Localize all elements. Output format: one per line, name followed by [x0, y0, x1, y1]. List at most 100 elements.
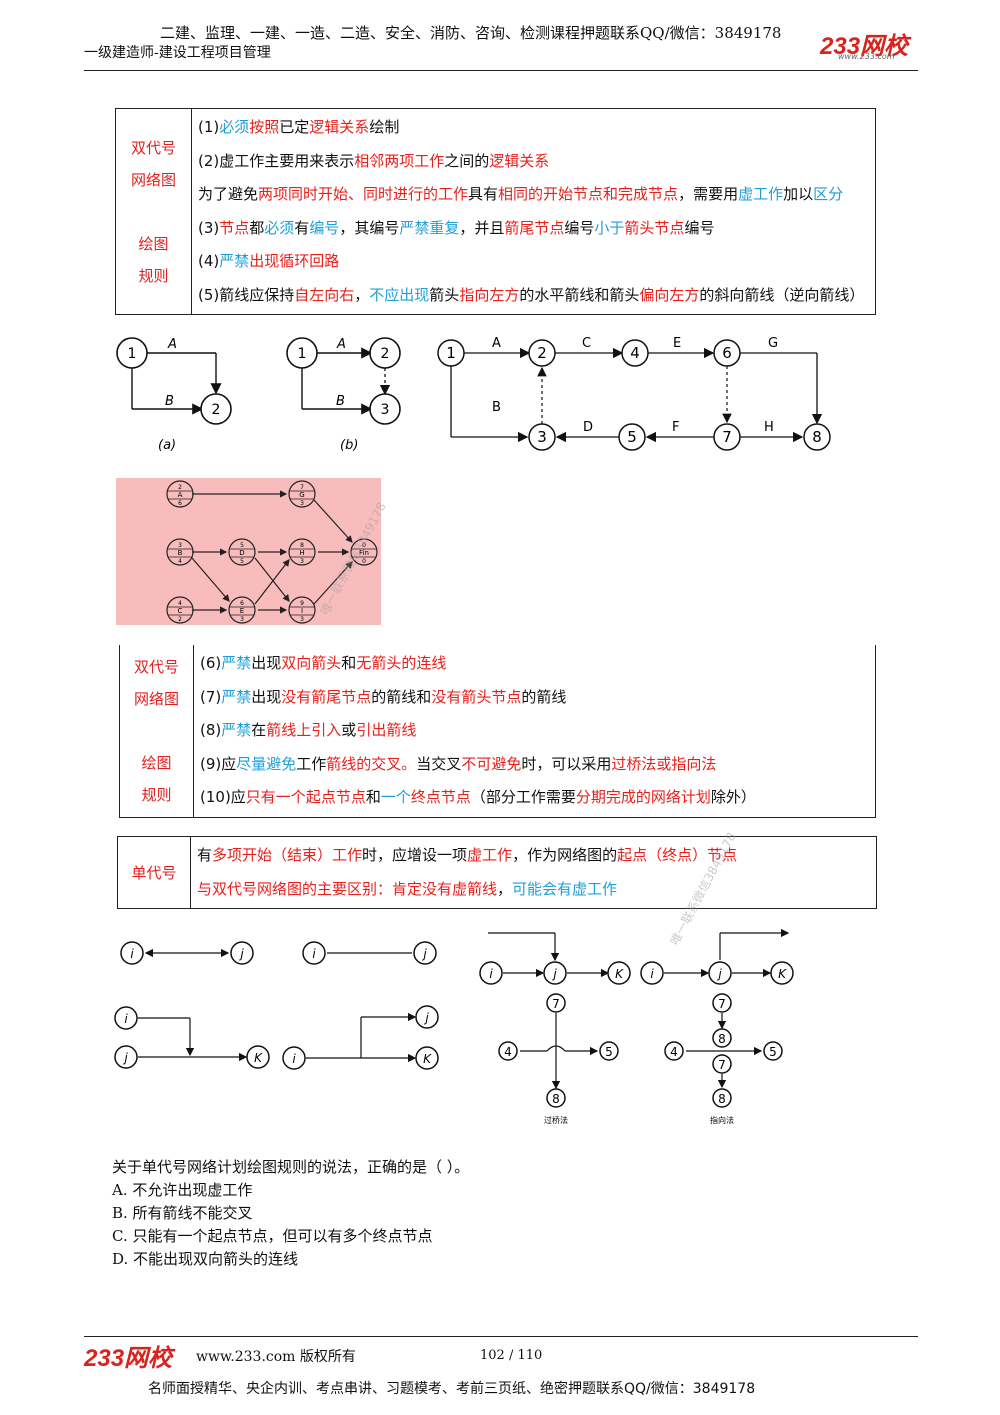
question-stem: 关于单代号网络计划绘图规则的说法，正确的是（ ）。: [112, 1158, 470, 1176]
fig2-num-node-8: [763, 1041, 783, 1061]
fig2-num-node-1: [498, 1041, 518, 1061]
arrow-b-label-B: B: [336, 394, 345, 409]
table3-rule-segment: 时，应增设一项: [362, 846, 468, 864]
table1-rule-segment: 两项同时开始、同时进行的工作: [258, 185, 469, 203]
arrow-c-label-C: C: [582, 336, 591, 351]
caption-bridge-method: 过桥法: [544, 1115, 568, 1125]
table2-rule-segment: (9)应: [200, 754, 237, 773]
table2-rule-segment: 严禁: [221, 721, 252, 739]
fig2-node-15-label: K: [778, 967, 787, 981]
question-option-c[interactable]: C. 只能有一个起点节点，但可以有多个终点节点: [112, 1227, 433, 1245]
node-c3-label: 3: [537, 428, 547, 446]
table2-rule-segment: 尽量避免: [236, 754, 297, 773]
fig2-node-10: [479, 961, 503, 985]
table2-rule-segment: 严禁: [221, 687, 252, 706]
fig2-node-6: [246, 1045, 270, 1069]
fig2-node-14: [708, 961, 732, 985]
table2-rule-segment: 和: [365, 788, 381, 806]
table1-rule-segment: ，其编号: [339, 218, 400, 237]
caption-a: (a): [158, 438, 176, 453]
fig2-node-0-label: i: [130, 947, 134, 961]
table2-rule-segment: 终点节点: [410, 788, 471, 806]
question-option-a[interactable]: A. 不允许出现虚工作: [112, 1181, 253, 1199]
table1-rule-segment: 加以: [783, 185, 814, 203]
table1-label-line: 双代号: [130, 138, 176, 157]
fig2-node-12-label: K: [615, 967, 624, 981]
fig2-node-3: [413, 941, 437, 965]
rules-table-3-body: 有多项开始（结束）工作时，应增设一项虚工作，作为网络图的起点（终点）节点与双代号…: [190, 836, 877, 909]
activity-node-text: I: [301, 607, 303, 615]
question-option-b[interactable]: B. 所有箭线不能交叉: [112, 1204, 253, 1222]
fig2-num-node-4-label: 7: [718, 997, 726, 1011]
table1-rule-segment: 偏向左方: [639, 285, 700, 304]
arrow-c-label-G: G: [768, 336, 778, 351]
table2-rule-segment: (7): [200, 687, 222, 706]
table1-rule-segment: 已定: [279, 118, 310, 136]
footer-rule: [84, 1336, 918, 1337]
table2-rule-segment: 箭线的交叉。: [326, 754, 417, 773]
table2-rule-segment: 起点节点: [305, 788, 366, 806]
activity-node-text: 6: [240, 600, 244, 607]
activity-node-text: 4: [178, 600, 182, 607]
table1-rule-segment: 指向左方: [459, 285, 520, 304]
header-rule: [84, 70, 918, 71]
fig2-node-0: [120, 941, 144, 965]
table1-label-line: [117, 196, 190, 228]
node-c2: [528, 339, 556, 367]
activity-node-text: 3: [300, 616, 304, 623]
table2-rule-segment: 工作: [296, 754, 327, 773]
fig2-node-1-label: j: [238, 947, 244, 961]
table1-rule-segment: 必须: [219, 118, 250, 136]
node-c6-label: 6: [722, 344, 732, 362]
table3-rule-segment: ，作为网络图的: [512, 846, 618, 864]
question-block: 关于单代号网络计划绘图规则的说法，正确的是（ ）。 A. 不允许出现虚工作 B.…: [112, 1156, 469, 1271]
table2-rule-segment: (6): [200, 654, 222, 672]
activity-node-text: 7: [300, 484, 304, 491]
node-c4: [621, 339, 649, 367]
table2-rule-1: (6)严禁出现双向箭头和无箭头的连线: [194, 647, 875, 681]
activity-node-text: Fin: [359, 549, 369, 557]
table1-rule-segment: 不应出现: [369, 285, 430, 304]
fig2-node-1: [230, 941, 254, 965]
node-c2-label: 2: [537, 344, 547, 362]
fig2-num-node-5-label: 8: [718, 1032, 726, 1046]
table3-rule-segment: 肯定没有虚箭线: [392, 879, 498, 898]
rules-table-3: 单代号 有多项开始（结束）工作时，应增设一项虚工作，作为网络图的起点（终点）节点…: [117, 836, 877, 909]
table2-rule-segment: 分期完成的网络计划: [575, 788, 711, 806]
table2-rule-segment: 双向箭头: [281, 654, 342, 672]
fig2-num-node-6-label: 4: [670, 1045, 678, 1059]
table2-rule-segment: 出现: [251, 687, 282, 706]
activity-node-text: 2: [178, 616, 182, 623]
fig2-node-11: [543, 961, 567, 985]
diagram-a: 1 2 A B (a): [116, 337, 232, 453]
node-c1: [437, 339, 465, 367]
activity-node-text: 3: [178, 542, 182, 549]
table1-rule-segment: 箭尾节点: [504, 218, 565, 237]
table1-rule-segment: ，需要用: [678, 185, 739, 203]
table1-rule-4: (3)节点都必须有编号，其编号严禁重复，并且箭尾节点编号小于箭头节点编号: [192, 212, 875, 246]
table1-rule-segment: 的水平箭线和箭头: [519, 285, 640, 304]
node-a1-label: 1: [128, 346, 137, 362]
question-option-d[interactable]: D. 不能出现双向箭头的连线: [112, 1250, 299, 1268]
activity-node-text: 2: [178, 484, 182, 491]
table3-rule-segment: 起点（终点）节点: [617, 846, 738, 864]
table1-rule-5: (4)严禁出现循环回路: [192, 245, 875, 279]
table1-rule-segment: 的斜向箭线（逆向箭线）: [699, 285, 865, 304]
fig2-node-15: [770, 961, 794, 985]
activity-node-text: B: [178, 549, 183, 557]
table2-rule-segment: 引出箭线: [356, 721, 417, 739]
arrow-c-label-B: B: [492, 400, 501, 415]
node-c8: [803, 423, 831, 451]
node-c7: [713, 423, 741, 451]
table3-rule-segment: 与双代号网络图的主要区别：: [197, 879, 393, 898]
rules-table-2-body: (6)严禁出现双向箭头和无箭头的连线(7)严禁出现没有箭尾节点的箭线和没有箭头节…: [193, 645, 876, 818]
activity-node-text: 5: [240, 542, 244, 549]
table1-rule-segment: 都: [249, 218, 265, 237]
fig2-node-9-label: K: [423, 1052, 432, 1066]
fig2-node-5-label: j: [122, 1051, 128, 1065]
table1-rule-segment: ，: [354, 285, 370, 304]
table1-rule-segment: 有: [294, 218, 310, 237]
table2-rule-segment: （部分工作需要: [470, 788, 576, 806]
fig2-node-13-label: i: [650, 967, 654, 981]
